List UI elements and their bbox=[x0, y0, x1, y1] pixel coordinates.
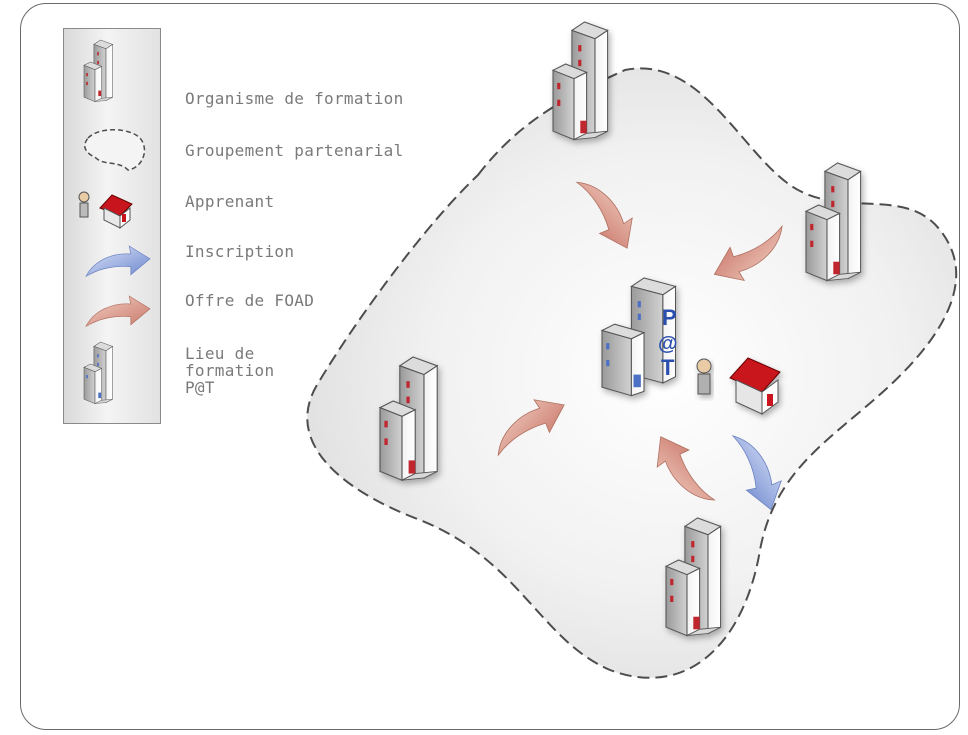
legend-organisme-icon bbox=[83, 39, 113, 102]
legend-label-inscription: Inscription bbox=[185, 242, 295, 261]
training-center-top bbox=[552, 21, 609, 141]
legend-lieu-icon bbox=[83, 341, 113, 404]
legend-label-offre: Offre de FOAD bbox=[185, 291, 315, 310]
learner-house bbox=[729, 357, 781, 415]
legend-label-lieu: Lieu de formation P@T bbox=[185, 344, 275, 397]
training-center-right bbox=[805, 162, 862, 282]
training-center-bottom bbox=[665, 517, 722, 637]
pat-sign-t: T bbox=[661, 355, 675, 380]
legend-label-apprenant: Apprenant bbox=[185, 192, 275, 211]
training-center-left bbox=[379, 356, 438, 481]
pat-building bbox=[600, 277, 677, 397]
legend-inscription-icon bbox=[85, 245, 151, 277]
pat-sign-at: @ bbox=[658, 333, 678, 355]
legend-groupement-icon bbox=[83, 129, 146, 171]
learner-person bbox=[696, 358, 712, 395]
legend-label-organisme: Organisme de formation bbox=[185, 89, 404, 108]
pat-sign-p: P bbox=[662, 305, 677, 330]
legend-label-groupement: Groupement partenarial bbox=[185, 141, 404, 160]
legend-apprenant-icon bbox=[78, 191, 133, 230]
legend-offre-icon bbox=[85, 295, 151, 327]
